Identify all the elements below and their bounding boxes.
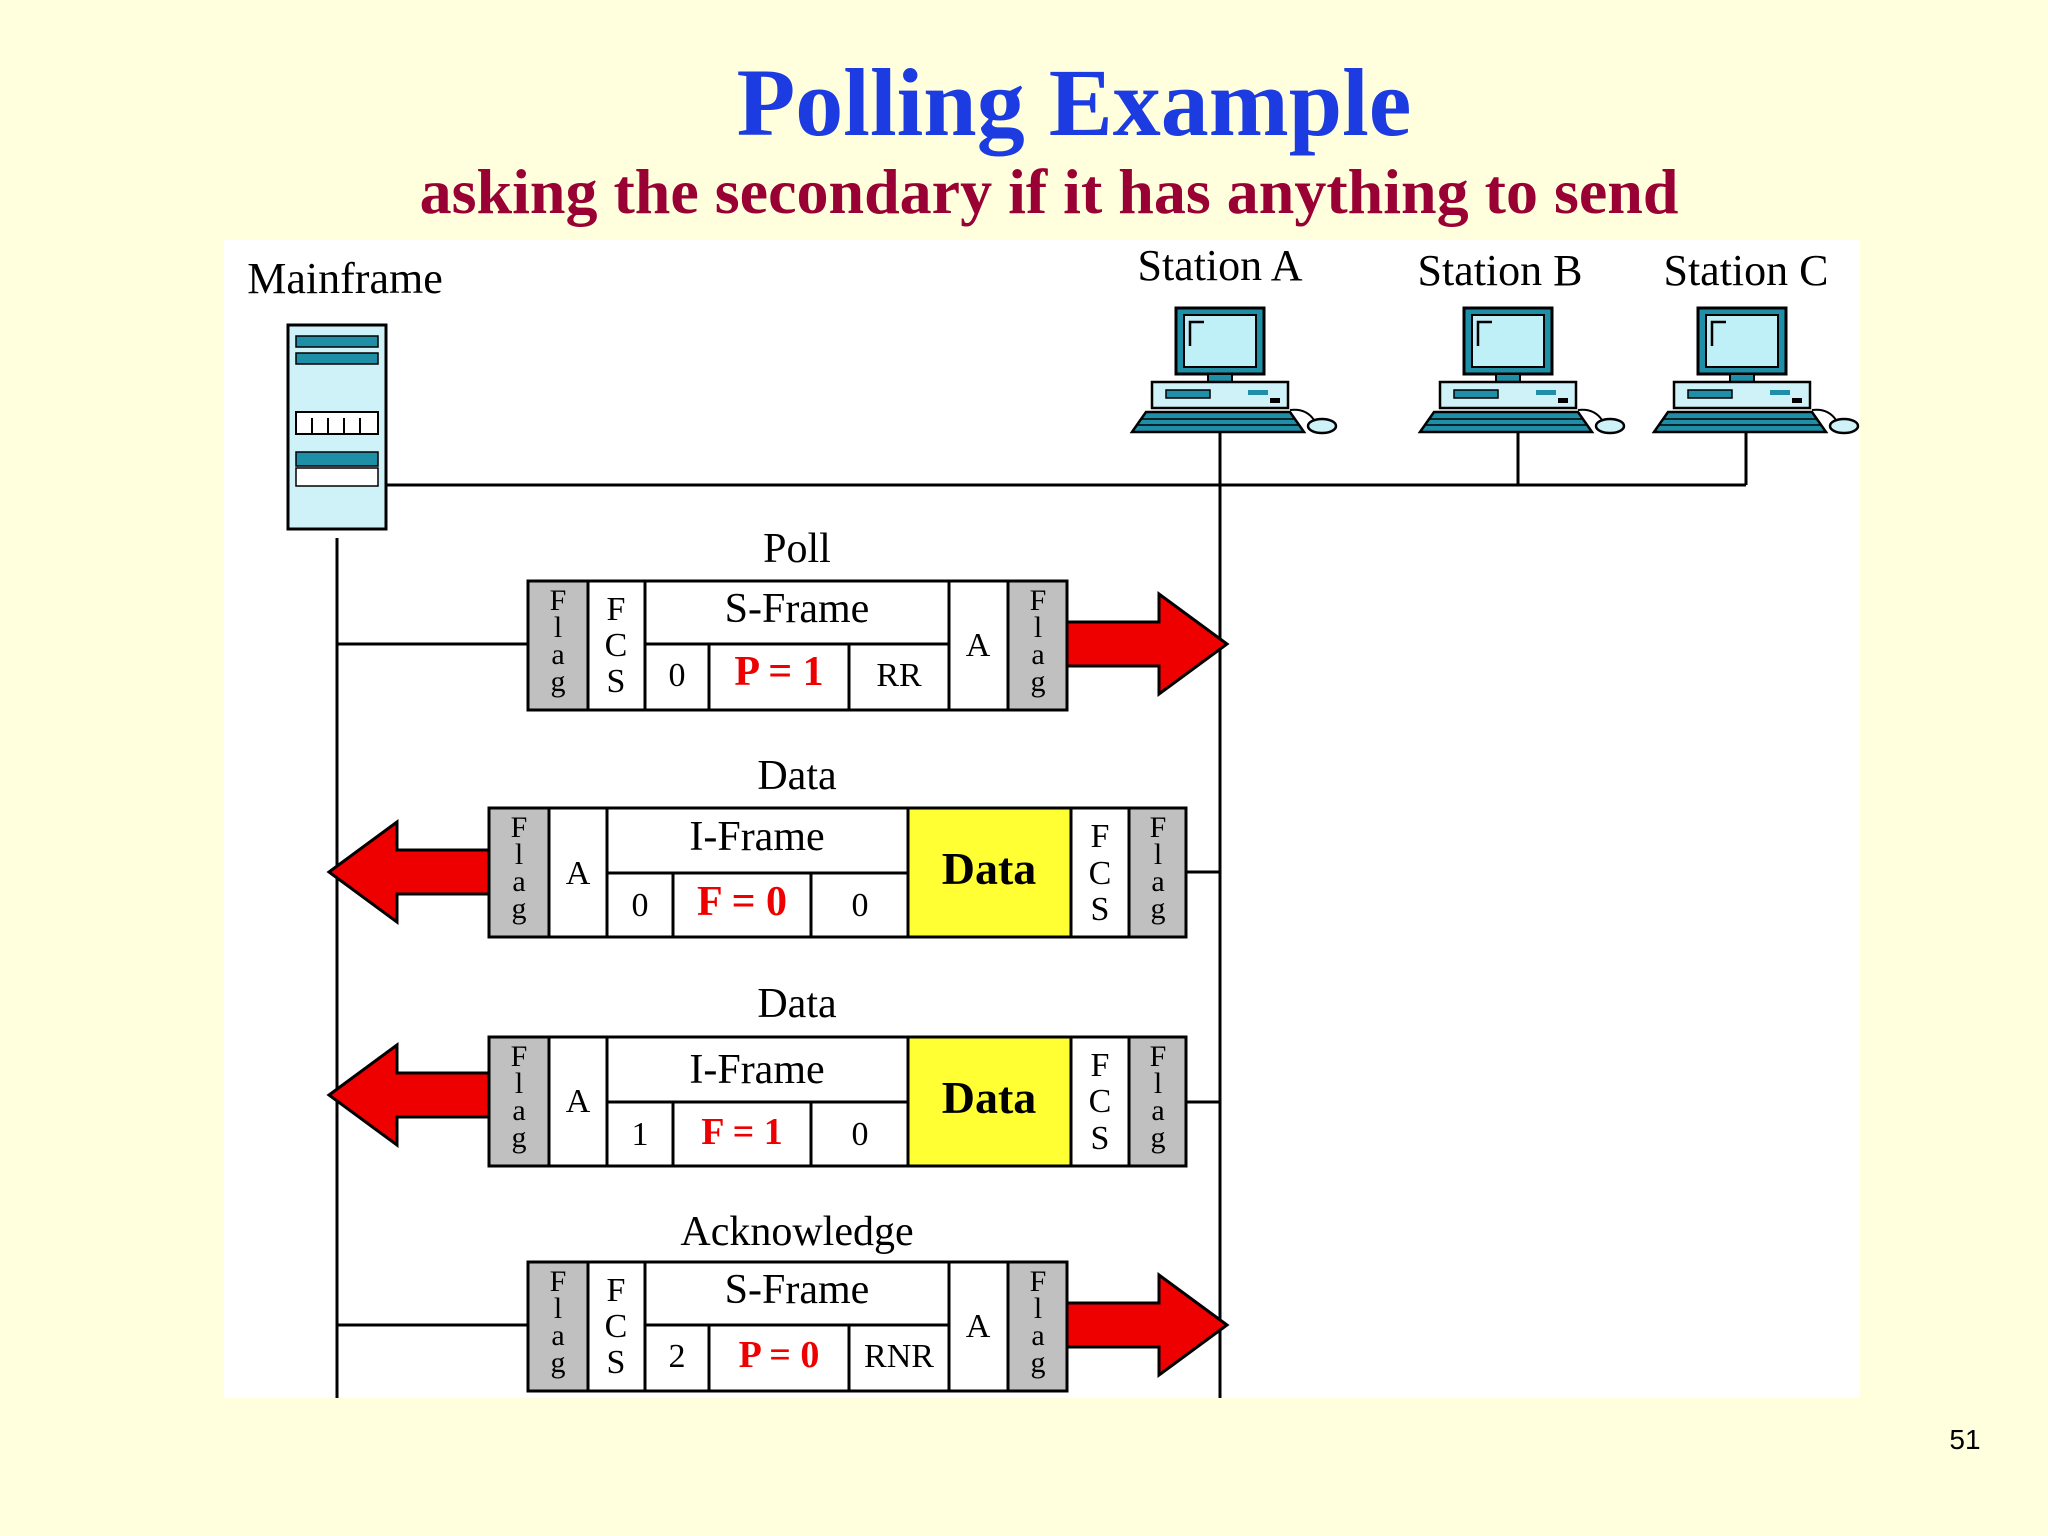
fcs-field bbox=[586, 1260, 647, 1393]
s-frame-code: RNR bbox=[864, 1338, 934, 1375]
svg-text:F: F bbox=[550, 1265, 567, 1298]
svg-text:l: l bbox=[1034, 1292, 1042, 1325]
svg-text:a: a bbox=[551, 638, 564, 671]
data-frame-1: Data F l a g A I-Frame 0 F = 0 0 Data F … bbox=[327, 753, 1220, 939]
seq-number: 2 bbox=[669, 1338, 686, 1375]
ack-number: 0 bbox=[852, 887, 869, 924]
ack-number: 0 bbox=[852, 1116, 869, 1153]
flag-field bbox=[1127, 1035, 1188, 1168]
data-field bbox=[906, 1035, 1073, 1168]
svg-text:a: a bbox=[1031, 1319, 1044, 1352]
svg-text:A: A bbox=[566, 855, 591, 892]
svg-text:C: C bbox=[1089, 1083, 1112, 1120]
seq-number: 1 bbox=[632, 1116, 649, 1153]
flag-field bbox=[526, 579, 590, 712]
svg-text:l: l bbox=[515, 838, 523, 871]
svg-text:F: F bbox=[607, 591, 626, 628]
station-c-label: Station C bbox=[1663, 246, 1828, 295]
svg-text:S: S bbox=[1091, 1120, 1110, 1157]
svg-text:Data: Data bbox=[942, 1072, 1037, 1123]
svg-text:F: F bbox=[1150, 811, 1167, 844]
svg-text:l: l bbox=[1034, 611, 1042, 644]
svg-text:F: F bbox=[1150, 1040, 1167, 1073]
acknowledge-frame: Acknowledge F l a g F C S S-Frame 2 P = … bbox=[337, 1209, 1229, 1393]
svg-text:Data: Data bbox=[942, 843, 1037, 894]
svg-text:F: F bbox=[511, 1040, 528, 1073]
flag-field bbox=[487, 806, 551, 939]
svg-text:l: l bbox=[1154, 1067, 1162, 1100]
seq-number: 0 bbox=[669, 657, 686, 694]
svg-text:g: g bbox=[1031, 665, 1046, 698]
frame-type-label: S-Frame bbox=[725, 1267, 870, 1313]
svg-text:F: F bbox=[1030, 1265, 1047, 1298]
svg-text:F: F bbox=[607, 1272, 626, 1309]
svg-text:l: l bbox=[554, 1292, 562, 1325]
control-field bbox=[605, 806, 910, 875]
network-lines bbox=[335, 432, 1748, 1398]
slide-title: Polling Example bbox=[736, 49, 1412, 156]
mainframe-label: Mainframe bbox=[247, 254, 442, 303]
data-frame-2: Data F l a g A I-Frame 1 F = 1 0 Data F … bbox=[327, 981, 1220, 1168]
frame-caption: Poll bbox=[763, 526, 831, 572]
poll-frame: Poll F l a g F C S S-Frame 0 P = 1 RR A … bbox=[337, 526, 1229, 712]
flag-field bbox=[1006, 1260, 1069, 1393]
poll-final-bit: P = 1 bbox=[734, 649, 823, 695]
fcs-field bbox=[1069, 1035, 1131, 1168]
svg-text:a: a bbox=[512, 1094, 525, 1127]
svg-text:A: A bbox=[966, 1308, 991, 1345]
flag-field bbox=[1127, 806, 1188, 939]
svg-text:a: a bbox=[551, 1319, 564, 1352]
frame-caption: Acknowledge bbox=[680, 1209, 913, 1255]
poll-final-bit: F = 0 bbox=[697, 879, 787, 925]
slide-number: 51 bbox=[1949, 1424, 1981, 1455]
svg-text:g: g bbox=[551, 1346, 566, 1379]
svg-text:S: S bbox=[607, 663, 626, 700]
control-field bbox=[643, 1260, 951, 1327]
svg-text:A: A bbox=[566, 1083, 591, 1120]
station-b-label: Station B bbox=[1417, 246, 1582, 295]
svg-text:A: A bbox=[966, 627, 991, 664]
svg-text:l: l bbox=[515, 1067, 523, 1100]
poll-final-bit: F = 1 bbox=[701, 1111, 782, 1153]
s-frame-code: RR bbox=[876, 657, 922, 694]
station-a-label: Station A bbox=[1137, 241, 1302, 290]
poll-final-bit: P = 0 bbox=[739, 1334, 820, 1376]
seq-number: 0 bbox=[632, 887, 649, 924]
svg-text:g: g bbox=[1031, 1346, 1046, 1379]
svg-text:a: a bbox=[512, 865, 525, 898]
fcs-field bbox=[586, 579, 647, 712]
svg-text:F: F bbox=[1091, 1047, 1110, 1084]
address-field bbox=[947, 1260, 1010, 1393]
svg-text:C: C bbox=[1089, 855, 1112, 892]
svg-text:a: a bbox=[1031, 638, 1044, 671]
control-field bbox=[643, 579, 951, 646]
slide-subtitle: asking the secondary if it has anything … bbox=[419, 156, 1679, 227]
svg-text:l: l bbox=[1154, 838, 1162, 871]
svg-text:g: g bbox=[512, 1121, 527, 1154]
svg-text:C: C bbox=[605, 627, 628, 664]
svg-text:a: a bbox=[1151, 1094, 1164, 1127]
svg-text:g: g bbox=[512, 892, 527, 925]
svg-text:S: S bbox=[1091, 891, 1110, 928]
svg-text:F: F bbox=[1091, 818, 1110, 855]
svg-text:a: a bbox=[1151, 865, 1164, 898]
svg-text:g: g bbox=[551, 665, 566, 698]
address-field bbox=[547, 1035, 609, 1168]
frame-type-label: I-Frame bbox=[689, 1047, 824, 1093]
frame-type-label: S-Frame bbox=[725, 586, 870, 632]
svg-text:l: l bbox=[554, 611, 562, 644]
frame-caption: Data bbox=[757, 981, 837, 1027]
svg-text:S: S bbox=[607, 1344, 626, 1381]
svg-text:g: g bbox=[1151, 1121, 1166, 1154]
mainframe-icon bbox=[286, 323, 388, 531]
frame-caption: Data bbox=[757, 753, 837, 799]
svg-text:F: F bbox=[1030, 584, 1047, 617]
svg-text:g: g bbox=[1151, 892, 1166, 925]
svg-text:F: F bbox=[511, 811, 528, 844]
svg-text:C: C bbox=[605, 1308, 628, 1345]
svg-text:F: F bbox=[550, 584, 567, 617]
frame-type-label: I-Frame bbox=[689, 814, 824, 860]
control-field bbox=[605, 1035, 910, 1104]
